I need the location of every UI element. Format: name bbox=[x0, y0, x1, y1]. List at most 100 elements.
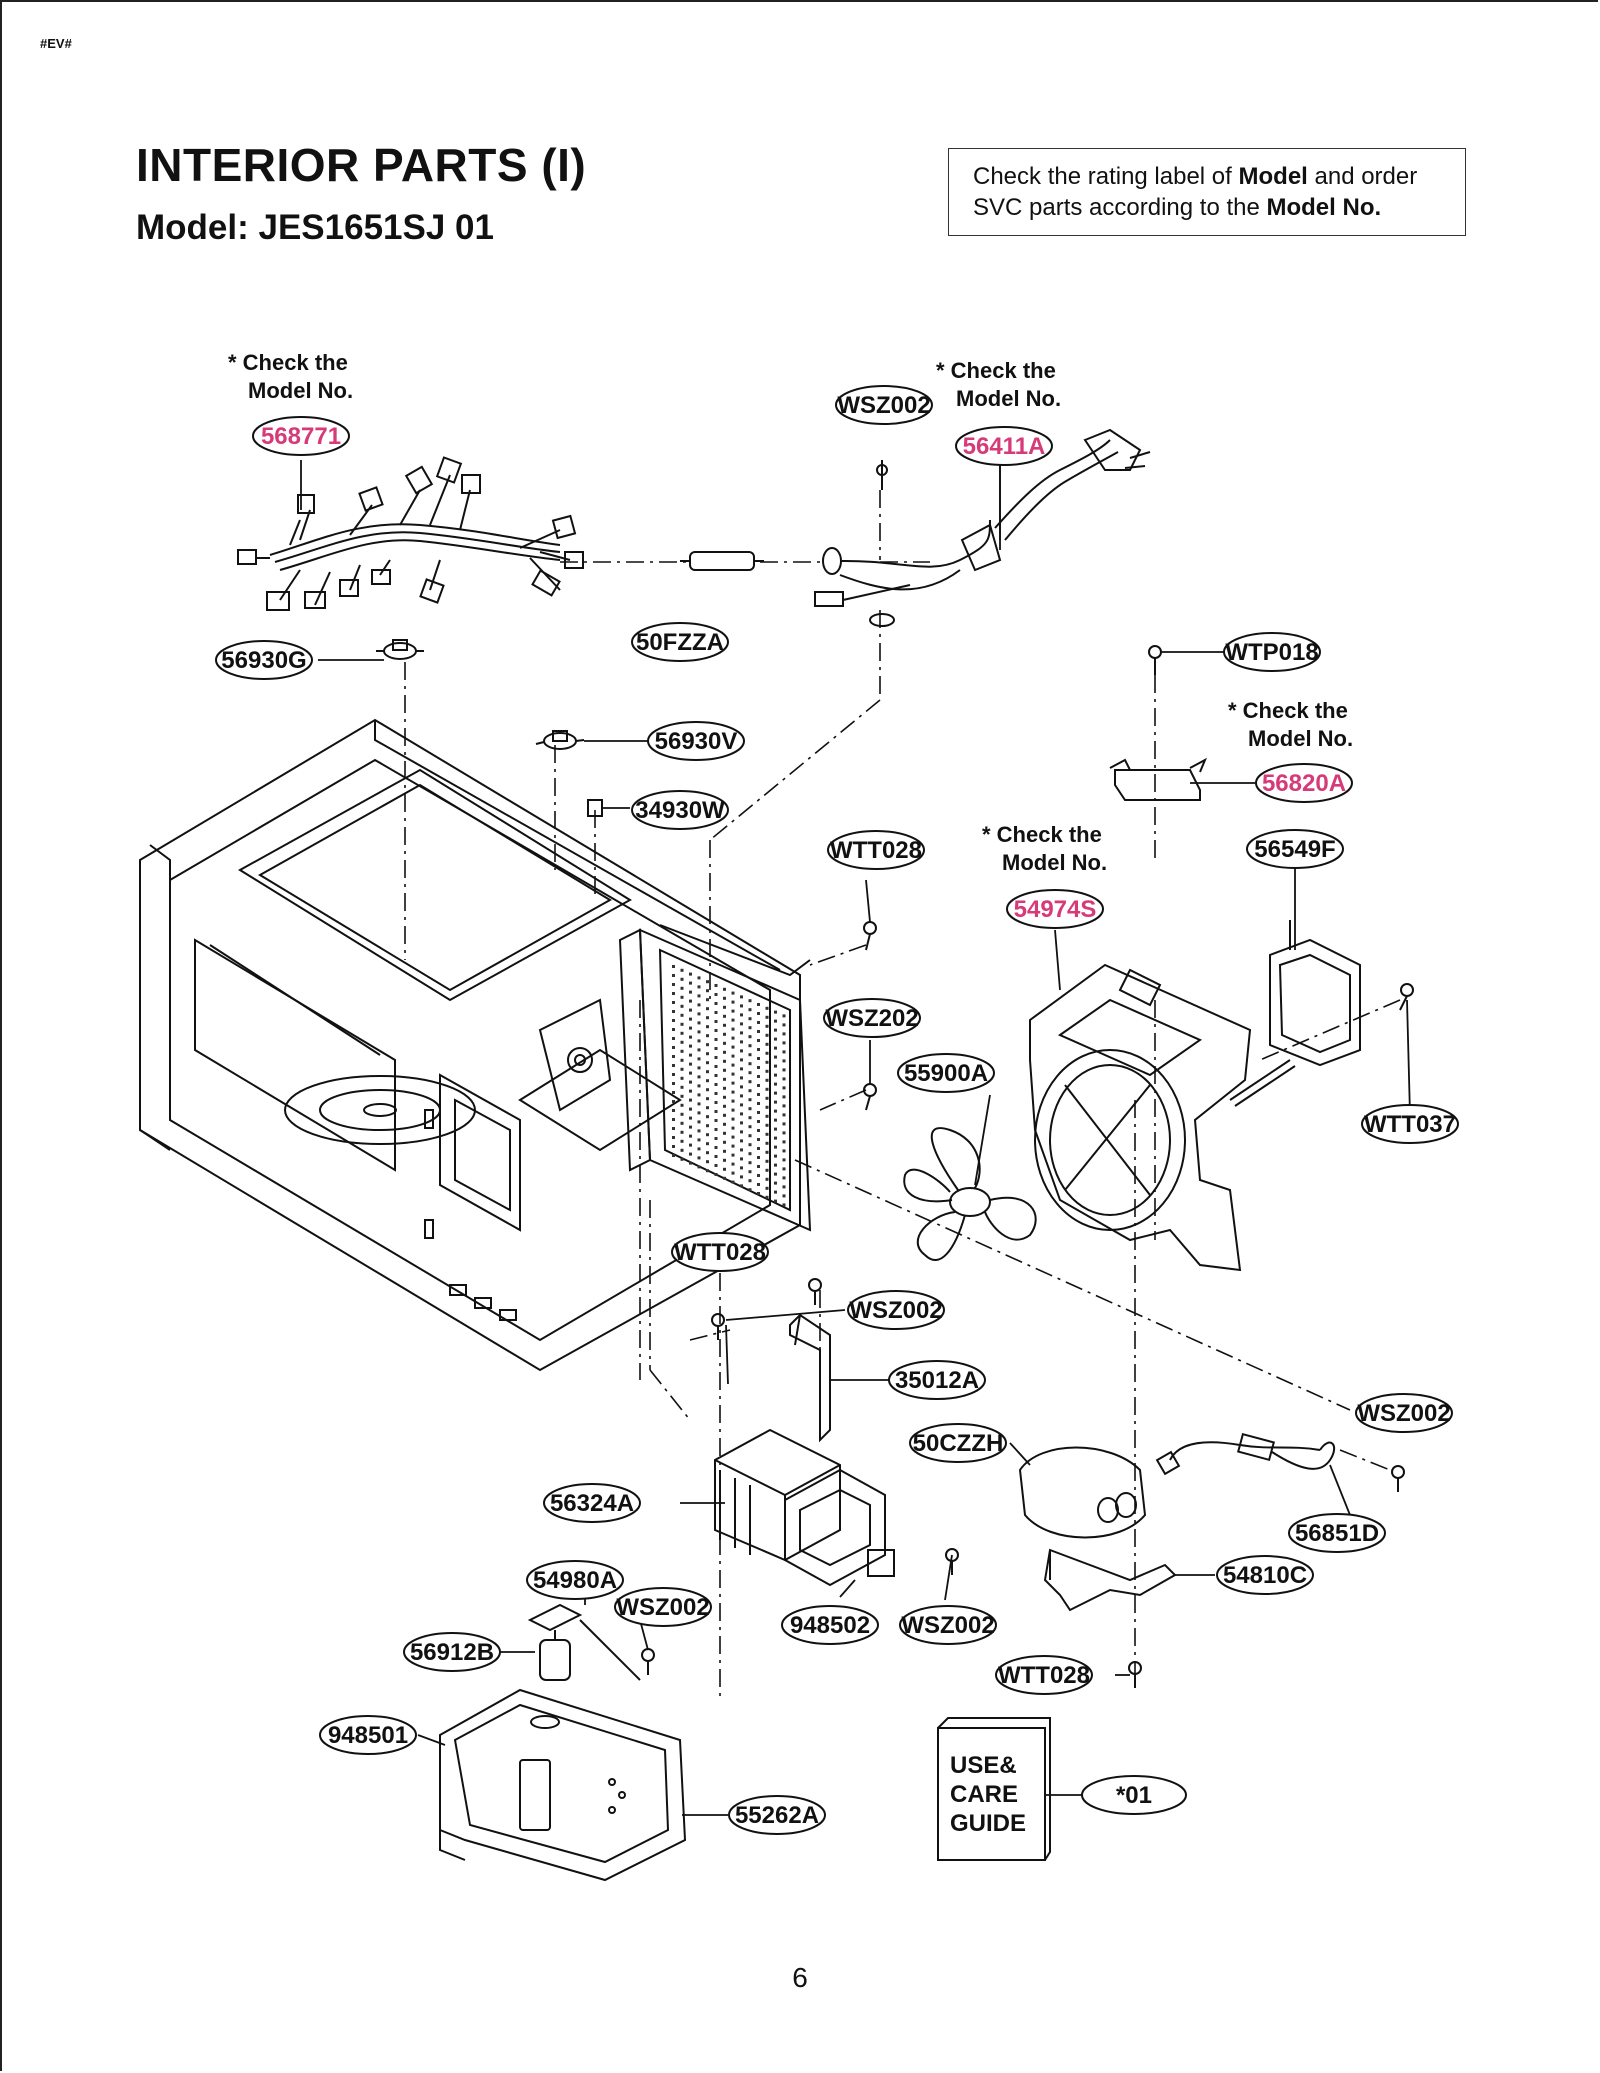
perforation-hole bbox=[697, 1066, 701, 1070]
part-number-label: WSZ202 bbox=[825, 1005, 918, 1032]
perforation-hole bbox=[757, 1183, 760, 1186]
perforation-hole bbox=[748, 1008, 752, 1012]
perforation-hole bbox=[757, 1138, 760, 1141]
perforation-hole bbox=[748, 1107, 752, 1111]
part-callout-ellipse bbox=[403, 1632, 501, 1672]
perforation-hole bbox=[765, 1132, 769, 1136]
perforation-hole bbox=[723, 1122, 726, 1126]
perforation-hole bbox=[748, 1188, 752, 1192]
perforation-hole bbox=[697, 1102, 701, 1106]
model-note-line2: Model No. bbox=[1248, 726, 1353, 751]
perforation-hole bbox=[680, 977, 684, 981]
part-number-label: WSZ002 bbox=[616, 1594, 709, 1621]
perforation-hole bbox=[740, 1184, 743, 1188]
perforation-hole bbox=[774, 1199, 777, 1203]
perforation-hole bbox=[689, 1125, 692, 1129]
perforation-hole bbox=[723, 987, 726, 991]
part-callout-ellipse bbox=[827, 830, 925, 870]
perforation-hole bbox=[680, 1103, 684, 1107]
perforation-hole bbox=[689, 990, 692, 994]
perforation-hole bbox=[714, 1101, 718, 1104]
perforation-hole bbox=[706, 1043, 709, 1047]
perforation-hole bbox=[689, 981, 692, 985]
perforation-hole bbox=[774, 1064, 777, 1068]
perforation-hole bbox=[680, 1022, 684, 1026]
perforation-hole bbox=[765, 1078, 769, 1082]
perforation-hole bbox=[672, 965, 675, 968]
perforation-hole bbox=[757, 1075, 760, 1078]
perforation-hole bbox=[672, 983, 675, 986]
perforation-hole bbox=[765, 1024, 769, 1028]
part-callout-ellipse bbox=[252, 416, 350, 456]
perforation-hole bbox=[697, 1093, 701, 1097]
perforation-hole bbox=[697, 1138, 701, 1142]
perforation-hole bbox=[740, 1022, 743, 1026]
perforation-hole bbox=[731, 1135, 735, 1139]
part-number-label: 56820A bbox=[1262, 770, 1346, 797]
part-callout-ellipse bbox=[781, 1605, 879, 1645]
perforation-hole bbox=[723, 996, 726, 1000]
perforation-hole bbox=[672, 1073, 675, 1076]
perforation-hole bbox=[782, 1032, 786, 1036]
perforation-hole bbox=[765, 1105, 769, 1109]
model-notice-box: Check the rating label of Model and orde… bbox=[948, 148, 1466, 236]
perforation-hole bbox=[731, 1045, 735, 1049]
perforation-hole bbox=[757, 1039, 760, 1042]
part-callout-ellipse bbox=[835, 385, 933, 425]
perforation-hole bbox=[782, 1104, 786, 1108]
perforation-hole bbox=[740, 1157, 743, 1161]
perforation-hole bbox=[723, 1086, 726, 1090]
perforation-hole bbox=[731, 1000, 735, 1004]
perforation-hole bbox=[757, 1120, 760, 1123]
perforation-hole bbox=[782, 1203, 786, 1207]
perforation-hole bbox=[740, 1013, 743, 1017]
perforation-hole bbox=[782, 1140, 786, 1144]
screw-icon bbox=[1399, 983, 1414, 1011]
perforation-hole bbox=[774, 1010, 777, 1014]
part-number-label: WTT028 bbox=[830, 837, 922, 864]
transformer-part bbox=[714, 1428, 895, 1587]
perforation-hole bbox=[680, 1004, 684, 1008]
perforation-hole bbox=[765, 1168, 769, 1172]
model-note-line1: * Check the bbox=[982, 822, 1102, 847]
part-callout-ellipse bbox=[526, 1560, 624, 1600]
perforation-hole bbox=[757, 1156, 760, 1159]
perforation-hole bbox=[748, 1143, 752, 1147]
perforation-hole bbox=[765, 1141, 769, 1145]
perforation-hole bbox=[723, 1050, 726, 1054]
perforation-hole bbox=[765, 1123, 769, 1127]
page-number: 6 bbox=[792, 1962, 808, 1993]
perforation-hole bbox=[765, 1033, 769, 1037]
perforation-hole bbox=[765, 1096, 769, 1100]
perforation-hole bbox=[757, 1048, 760, 1051]
perforation-hole bbox=[740, 1049, 743, 1053]
perforation-hole bbox=[731, 1072, 735, 1076]
perforation-hole bbox=[740, 1130, 743, 1134]
perforation-hole bbox=[782, 1113, 786, 1117]
perforation-hole bbox=[680, 1031, 684, 1035]
part-number-label: WSZ002 bbox=[1357, 1400, 1450, 1427]
perforation-hole bbox=[723, 1059, 726, 1063]
perforation-hole bbox=[672, 1109, 675, 1112]
perforation-hole bbox=[706, 998, 709, 1002]
perforation-hole bbox=[697, 1165, 701, 1169]
perforation-hole bbox=[672, 1136, 675, 1139]
perforation-hole bbox=[672, 1064, 675, 1067]
perforation-hole bbox=[689, 1080, 692, 1084]
guide-line-3: GUIDE bbox=[950, 1810, 1026, 1837]
page-title: INTERIOR PARTS (I) bbox=[136, 139, 587, 191]
part-callout-ellipse bbox=[319, 1715, 417, 1755]
perforation-hole bbox=[740, 1121, 743, 1125]
fuse-holder-part bbox=[527, 1603, 641, 1681]
perforation-hole bbox=[731, 1162, 735, 1166]
perforation-hole bbox=[706, 989, 709, 993]
part-callout-ellipse bbox=[1361, 1104, 1459, 1144]
perforation-hole bbox=[723, 1167, 726, 1171]
perforation-hole bbox=[782, 1014, 786, 1018]
perforation-hole bbox=[774, 1046, 777, 1050]
perforation-hole bbox=[672, 1028, 675, 1031]
perforation-hole bbox=[672, 1055, 675, 1058]
perforation-hole bbox=[740, 1040, 743, 1044]
part-number-label: *01 bbox=[1116, 1782, 1152, 1809]
mount-bracket-part bbox=[1109, 757, 1207, 801]
